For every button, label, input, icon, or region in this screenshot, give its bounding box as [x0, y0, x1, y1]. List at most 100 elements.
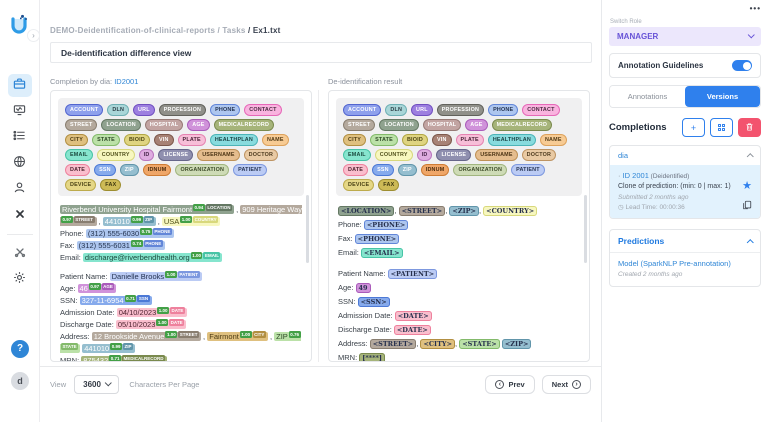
- label-chip-ssn[interactable]: SSN: [94, 163, 116, 176]
- label-chip-country[interactable]: COUNTRY: [96, 148, 135, 161]
- label-chip-account[interactable]: ACCOUNT: [65, 103, 104, 116]
- label-chip-street[interactable]: STREET: [343, 118, 376, 131]
- deid-token-email[interactable]: <EMAIL>: [360, 248, 403, 258]
- label-chip-age[interactable]: AGE: [187, 118, 210, 131]
- deid-token-city[interactable]: <CITY>: [420, 339, 456, 349]
- deid-token-phone[interactable]: <PHONE>: [354, 234, 400, 244]
- sidebar-item-clusters[interactable]: [8, 152, 32, 175]
- label-chip-contact[interactable]: CONTACT: [522, 103, 560, 116]
- label-chip-city[interactable]: CITY: [65, 133, 89, 146]
- prev-page-button[interactable]: ‹ Prev: [485, 375, 535, 394]
- label-chip-contact[interactable]: CONTACT: [244, 103, 282, 116]
- label-chip-license[interactable]: LICENSE: [158, 148, 194, 161]
- next-page-button[interactable]: Next ›: [541, 375, 591, 394]
- label-chip-location[interactable]: LOCATION: [101, 118, 141, 131]
- deid-token-medicalrecord[interactable]: [****]: [359, 353, 385, 361]
- more-options-button[interactable]: •••: [609, 4, 761, 17]
- delete-completion-button[interactable]: [738, 118, 761, 137]
- label-chip-username[interactable]: USERNAME: [475, 148, 518, 161]
- deid-token-street[interactable]: <STREET>: [398, 206, 446, 216]
- completion-id-link[interactable]: ID2001: [114, 77, 139, 86]
- label-chip-vin[interactable]: VIN: [431, 133, 452, 146]
- page-size-select[interactable]: 3600: [74, 375, 120, 394]
- label-chip-ssn[interactable]: SSN: [372, 163, 394, 176]
- label-chip-age[interactable]: AGE: [465, 118, 488, 131]
- label-chip-fax[interactable]: FAX: [100, 178, 122, 191]
- deid-token-zip[interactable]: <ZIP>: [449, 206, 479, 216]
- label-chip-id[interactable]: ID: [416, 148, 433, 161]
- compare-completions-button[interactable]: [710, 118, 733, 137]
- deid-token-date[interactable]: <DATE>: [393, 325, 431, 335]
- label-chip-phone[interactable]: PHONE: [210, 103, 241, 116]
- label-chip-street[interactable]: STREET: [65, 118, 98, 131]
- help-button[interactable]: ?: [11, 340, 29, 358]
- deid-token-phone[interactable]: <PHONE>: [363, 220, 409, 230]
- label-chip-email[interactable]: EMAIL: [65, 148, 93, 161]
- label-chip-city[interactable]: CITY: [343, 133, 367, 146]
- deid-token-zip[interactable]: <ZIP>: [501, 339, 532, 349]
- deid-token-state[interactable]: <STATE>: [459, 339, 500, 349]
- label-chip-fax[interactable]: FAX: [378, 178, 400, 191]
- label-chip-organization[interactable]: ORGANIZATION: [453, 163, 508, 176]
- label-chip-license[interactable]: LICENSE: [436, 148, 472, 161]
- label-chip-bioid[interactable]: BIOID: [123, 133, 150, 146]
- deid-token-location[interactable]: <LOCATION>: [338, 206, 395, 216]
- label-chip-patient[interactable]: PATIENT: [511, 163, 545, 176]
- deid-token-ssn[interactable]: <SSN>: [357, 297, 390, 307]
- label-chip-hospital[interactable]: HOSPITAL: [422, 118, 462, 131]
- sidebar-item-users[interactable]: [8, 178, 32, 201]
- role-select[interactable]: MANAGER: [609, 27, 761, 46]
- sidebar-expand-button[interactable]: ›: [27, 29, 40, 42]
- label-chip-dln[interactable]: DLN: [385, 103, 408, 116]
- label-chip-hospital[interactable]: HOSPITAL: [144, 118, 184, 131]
- deid-token-age[interactable]: 49: [355, 283, 371, 293]
- panel-splitter[interactable]: [318, 90, 319, 362]
- sidebar-item-settings[interactable]: [8, 268, 32, 291]
- deid-token-date[interactable]: <DATE>: [394, 311, 432, 321]
- sidebar-item-playground[interactable]: [8, 204, 32, 227]
- label-chip-medicalrecord[interactable]: MEDICALRECORD: [213, 118, 275, 131]
- label-chip-dln[interactable]: DLN: [107, 103, 130, 116]
- breadcrumb-tasks[interactable]: Tasks: [222, 26, 246, 35]
- label-chip-date[interactable]: DATE: [343, 163, 369, 176]
- sidebar-item-tasks[interactable]: [8, 126, 32, 149]
- label-chip-zip[interactable]: ZIP: [397, 163, 417, 176]
- label-chip-url[interactable]: URL: [411, 103, 433, 116]
- label-chip-username[interactable]: USERNAME: [197, 148, 240, 161]
- label-chip-account[interactable]: ACCOUNT: [343, 103, 382, 116]
- completion-group-toggle[interactable]: dia: [610, 146, 760, 165]
- label-chip-location[interactable]: LOCATION: [379, 118, 419, 131]
- completion-item[interactable]: · ID 2001 (Deidentified) Clone of predic…: [610, 165, 760, 218]
- label-chip-device[interactable]: DEVICE: [343, 178, 375, 191]
- label-chip-profession[interactable]: PROFESSION: [436, 103, 485, 116]
- label-chip-bioid[interactable]: BIOID: [401, 133, 428, 146]
- label-chip-profession[interactable]: PROFESSION: [158, 103, 207, 116]
- label-chip-date[interactable]: DATE: [65, 163, 91, 176]
- sidebar-item-tools[interactable]: [8, 242, 32, 265]
- guidelines-toggle[interactable]: [732, 60, 752, 71]
- scrollbar[interactable]: [584, 195, 587, 263]
- label-chip-patient[interactable]: PATIENT: [233, 163, 267, 176]
- user-avatar[interactable]: d: [11, 372, 29, 390]
- star-icon[interactable]: ★: [742, 180, 752, 192]
- label-chip-name[interactable]: NAME: [539, 133, 567, 146]
- label-chip-idnum[interactable]: IDNUM: [142, 163, 172, 176]
- label-chip-doctor[interactable]: DOCTOR: [243, 148, 279, 161]
- label-chip-id[interactable]: ID: [138, 148, 155, 161]
- label-chip-email[interactable]: EMAIL: [343, 148, 371, 161]
- copy-icon[interactable]: [742, 197, 752, 215]
- label-chip-organization[interactable]: ORGANIZATION: [175, 163, 230, 176]
